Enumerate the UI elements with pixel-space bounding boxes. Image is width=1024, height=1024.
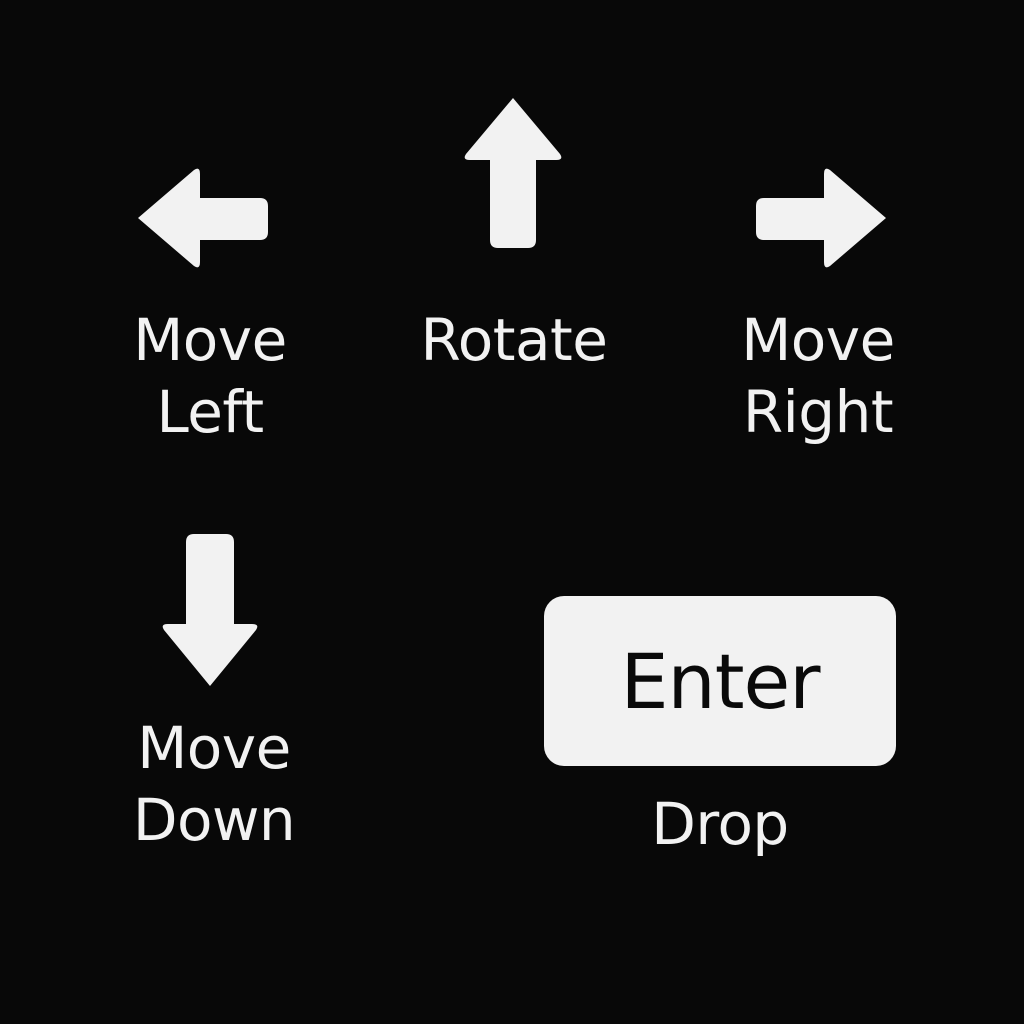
drop-label: Drop (600, 788, 840, 860)
arrow-right-icon (756, 168, 886, 268)
move-right-label-line1: Move (741, 306, 895, 374)
move-left-label-line1: Move (133, 306, 287, 374)
arrow-down-icon (162, 534, 258, 686)
move-left-label: Move Left (90, 304, 330, 448)
drop-label-text: Drop (651, 790, 789, 858)
move-right-label-line2: Right (742, 378, 894, 446)
move-left-label-line2: Left (156, 378, 264, 446)
rotate-label: Rotate (394, 304, 634, 376)
rotate-label-text: Rotate (420, 306, 608, 374)
arrow-up-icon (464, 98, 562, 248)
enter-key-label: Enter (620, 636, 821, 726)
arrow-left-icon (138, 168, 268, 268)
enter-key[interactable]: Enter (544, 596, 896, 766)
move-down-label: Move Down (94, 712, 334, 856)
move-down-label-line2: Down (132, 786, 296, 854)
move-right-label: Move Right (698, 304, 938, 448)
move-down-label-line1: Move (137, 714, 291, 782)
